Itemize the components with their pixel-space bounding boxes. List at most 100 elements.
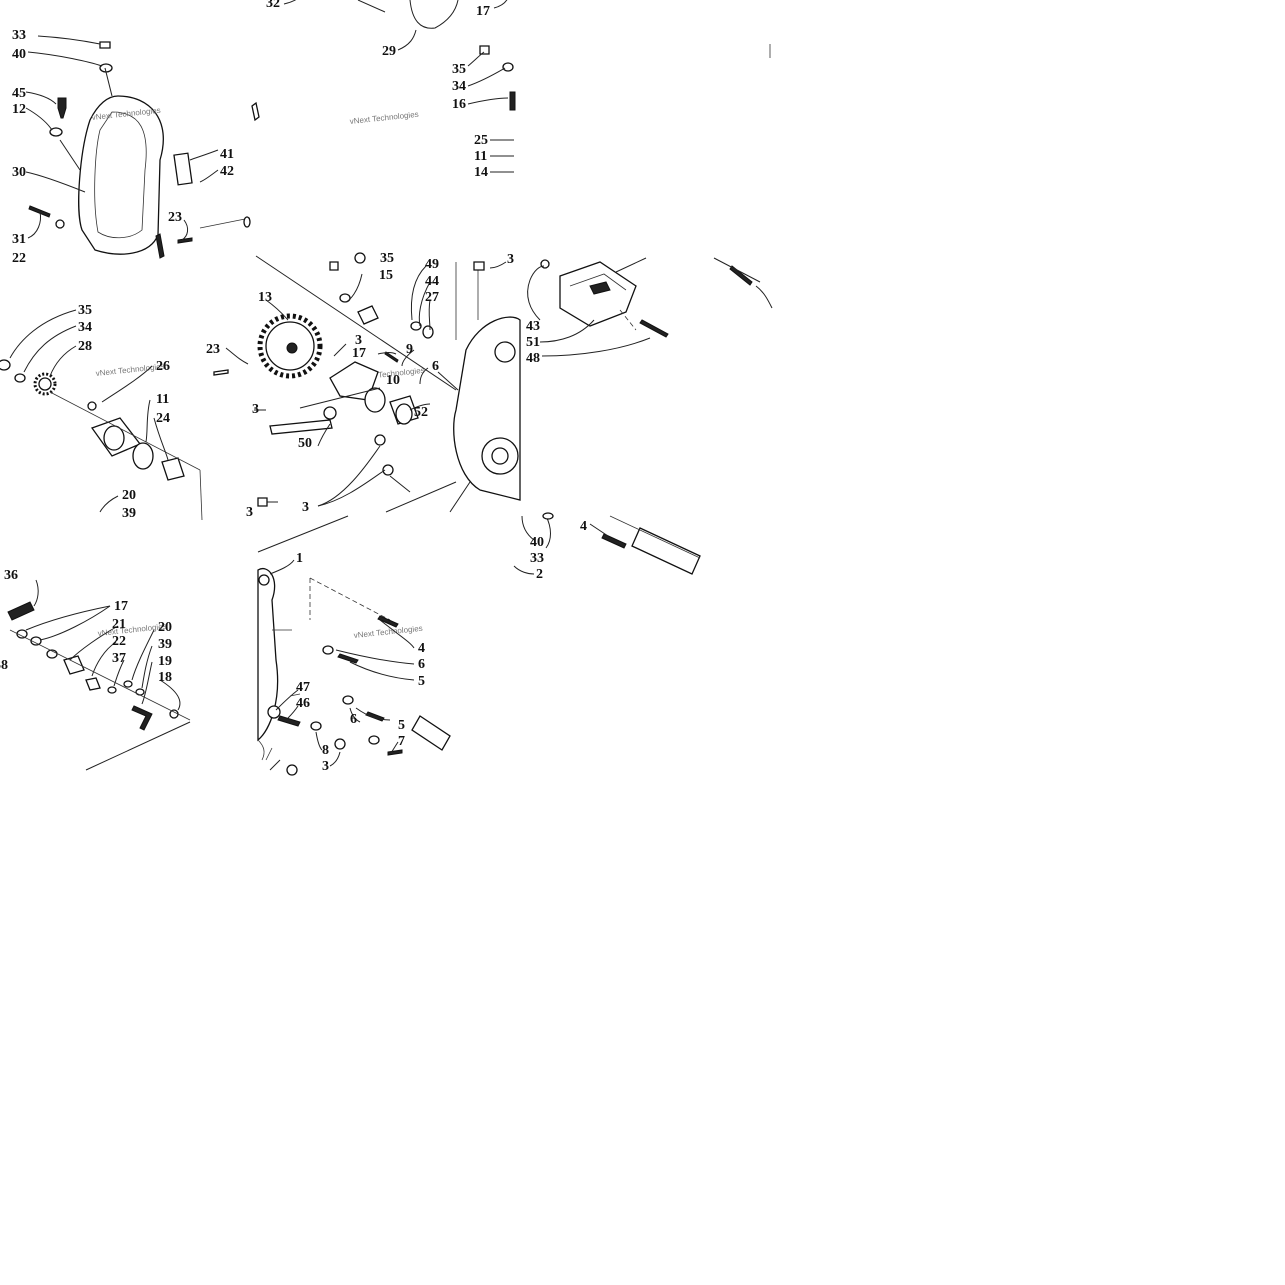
callout-20: 20 bbox=[122, 488, 136, 503]
callout-22: 22 bbox=[12, 251, 26, 266]
callout-6: 6 bbox=[350, 712, 357, 727]
callout-14: 14 bbox=[474, 165, 488, 180]
callout-10: 10 bbox=[386, 373, 400, 388]
callout-47: 47 bbox=[296, 680, 310, 695]
callout-3: 3 bbox=[355, 333, 362, 348]
callout-49: 49 bbox=[425, 257, 439, 272]
dipstick bbox=[57, 97, 67, 119]
callout-6: 6 bbox=[418, 657, 425, 672]
callout-26: 26 bbox=[156, 359, 170, 374]
callout-35: 35 bbox=[452, 62, 466, 77]
callout-3: 3 bbox=[322, 759, 329, 774]
oil-injection-pump bbox=[559, 261, 637, 327]
spring bbox=[7, 601, 35, 621]
tensioner-arm bbox=[131, 705, 153, 731]
callout-5: 5 bbox=[398, 718, 405, 733]
tile-middle-left bbox=[0, 309, 203, 521]
callout-13: 13 bbox=[258, 290, 272, 305]
callout-8: 8 bbox=[322, 743, 329, 758]
callout-45: 45 bbox=[12, 86, 26, 101]
callout-34: 34 bbox=[452, 79, 466, 94]
callout-51: 51 bbox=[526, 335, 540, 350]
bearing-plate bbox=[329, 361, 379, 401]
o-ring bbox=[132, 442, 154, 470]
callout-52: 52 bbox=[414, 405, 428, 420]
callout-50: 50 bbox=[298, 436, 312, 451]
callout-46: 46 bbox=[296, 696, 310, 711]
nut bbox=[99, 41, 111, 49]
tile-center bbox=[213, 252, 521, 513]
callout-3: 3 bbox=[252, 402, 259, 417]
callout-21: 21 bbox=[112, 617, 126, 632]
callout-38: 38 bbox=[0, 658, 8, 673]
callout-4: 4 bbox=[580, 519, 587, 534]
callout-43: 43 bbox=[526, 319, 540, 334]
callout-28: 28 bbox=[78, 339, 92, 354]
tile-bottom-center bbox=[257, 515, 451, 776]
callout-40: 40 bbox=[12, 47, 26, 62]
callout-3: 3 bbox=[302, 500, 309, 515]
callout-5: 5 bbox=[418, 674, 425, 689]
inspection-plate bbox=[173, 152, 193, 186]
callout-23: 23 bbox=[206, 342, 220, 357]
callout-39: 39 bbox=[122, 506, 136, 521]
callout-9: 9 bbox=[406, 342, 413, 357]
bolt bbox=[269, 419, 333, 435]
callout-35: 35 bbox=[78, 303, 92, 318]
svg-text:vNext Technologies: vNext Technologies bbox=[349, 110, 419, 126]
callout-36: 36 bbox=[4, 568, 18, 583]
tile-top-left bbox=[25, 0, 516, 259]
callout-42: 42 bbox=[220, 164, 234, 179]
sprocket bbox=[33, 372, 57, 396]
callout-1: 1 bbox=[296, 551, 303, 566]
callout-23: 23 bbox=[168, 210, 182, 225]
callout-44: 44 bbox=[425, 274, 439, 289]
tile-right bbox=[489, 44, 773, 575]
callout-34: 34 bbox=[78, 320, 92, 335]
crankcase-section bbox=[257, 568, 279, 742]
callout-18: 18 bbox=[158, 670, 172, 685]
callout-17: 17 bbox=[114, 599, 128, 614]
callout-30: 30 bbox=[12, 165, 26, 180]
callout-labels: 32 17 29 33 40 35 34 45 12 16 41 42 30 2… bbox=[0, 0, 587, 774]
callout-41: 41 bbox=[220, 147, 234, 162]
callout-29: 29 bbox=[382, 44, 396, 59]
callout-32: 32 bbox=[266, 0, 280, 11]
callout-15: 15 bbox=[379, 268, 393, 283]
callout-33: 33 bbox=[12, 28, 26, 43]
svg-text:vNext Technologies: vNext Technologies bbox=[97, 622, 167, 638]
callout-24: 24 bbox=[156, 411, 170, 426]
starter-motor bbox=[631, 527, 701, 575]
callout-20: 20 bbox=[158, 620, 172, 635]
callout-37: 37 bbox=[112, 651, 126, 666]
callout-17: 17 bbox=[476, 4, 490, 19]
callout-3: 3 bbox=[507, 252, 514, 267]
callout-48: 48 bbox=[526, 351, 540, 366]
callout-19: 19 bbox=[158, 654, 172, 669]
callout-12: 12 bbox=[12, 102, 26, 117]
callout-7: 7 bbox=[398, 734, 405, 749]
svg-text:vNext Technologies: vNext Technologies bbox=[95, 362, 165, 378]
callout-27: 27 bbox=[425, 290, 439, 305]
spark-plug-boot bbox=[411, 715, 451, 751]
callout-35: 35 bbox=[380, 251, 394, 266]
callout-11: 11 bbox=[474, 149, 487, 164]
callout-33: 33 bbox=[530, 551, 544, 566]
callout-16: 16 bbox=[452, 97, 466, 112]
callout-2: 2 bbox=[536, 567, 543, 582]
callout-22: 22 bbox=[112, 634, 126, 649]
callout-3: 3 bbox=[246, 505, 253, 520]
bearing bbox=[161, 457, 185, 481]
callout-11: 11 bbox=[156, 392, 169, 407]
callout-39: 39 bbox=[158, 637, 172, 652]
tile-bottom-left bbox=[7, 579, 191, 771]
chain-segment bbox=[409, 0, 459, 29]
callout-17: 17 bbox=[352, 346, 366, 361]
callout-40: 40 bbox=[530, 535, 544, 550]
callout-25: 25 bbox=[474, 133, 488, 148]
callout-31: 31 bbox=[12, 232, 26, 247]
starter-bolt bbox=[601, 533, 627, 549]
chain-case-cover bbox=[78, 95, 164, 255]
callout-4: 4 bbox=[418, 641, 425, 656]
